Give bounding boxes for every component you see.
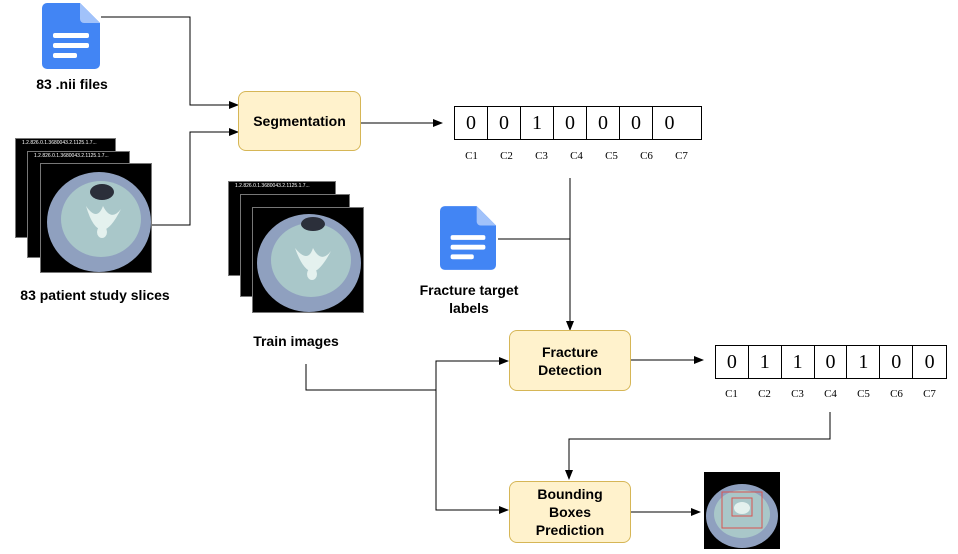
ct-slice-caption: 1.2.826.0.1.3680043.2.1125.1.7... xyxy=(22,140,97,146)
bbox-prediction-process: Bounding Boxes Prediction xyxy=(509,481,631,543)
detection-vector-headers: C1 C2 C3 C4 C5 C6 C7 xyxy=(715,388,946,400)
arrow-train-to-bbox xyxy=(435,390,509,514)
seg-cell-c1: 0 xyxy=(455,107,488,139)
train-image-front xyxy=(252,207,364,313)
patient-slices-label: 83 patient study slices xyxy=(20,287,170,303)
det-head-c3: C3 xyxy=(791,388,804,400)
arrow-c4-to-bbox xyxy=(565,412,831,480)
det-head-c7: C7 xyxy=(923,388,936,400)
seg-head-c5: C5 xyxy=(605,150,618,162)
arrow-train-to-detection xyxy=(305,357,509,391)
seg-head-c7: C7 xyxy=(675,150,688,162)
det-cell-c4: 0 xyxy=(815,346,848,378)
fracture-labels-label: Fracture target labels xyxy=(419,282,519,316)
det-head-c5: C5 xyxy=(857,388,870,400)
seg-head-c4: C4 xyxy=(570,150,583,162)
det-head-c1: C1 xyxy=(725,388,738,400)
det-cell-c1: 0 xyxy=(716,346,749,378)
train-images-label: Train images xyxy=(253,333,339,349)
det-head-c2: C2 xyxy=(758,388,771,400)
seg-cell-c6: 0 xyxy=(620,107,653,139)
seg-cell-c7: 0 xyxy=(664,111,675,134)
seg-cell-c2: 0 xyxy=(488,107,521,139)
det-head-c4: C4 xyxy=(824,388,837,400)
seg-head-c2: C2 xyxy=(500,150,513,162)
fracture-labels-file-icon xyxy=(440,206,496,270)
nii-file-icon xyxy=(42,3,100,69)
fracture-detection-process: Fracture Detection xyxy=(509,330,631,391)
ct-slice-caption: 1.2.826.0.1.3680043.2.1125.1.7... xyxy=(34,153,109,159)
detection-output-vector: 0 1 1 0 1 0 0 xyxy=(715,345,947,379)
seg-head-c3: C3 xyxy=(535,150,548,162)
bbox-output-image xyxy=(704,472,780,549)
ct-slice-front xyxy=(40,163,152,273)
seg-head-c6: C6 xyxy=(640,150,653,162)
nii-files-label: 83 .nii files xyxy=(36,76,108,92)
det-cell-c2: 1 xyxy=(749,346,782,378)
seg-head-c1: C1 xyxy=(465,150,478,162)
segmentation-process: Segmentation xyxy=(238,91,361,151)
seg-cell-c4: 0 xyxy=(554,107,587,139)
det-cell-c6: 0 xyxy=(880,346,914,378)
det-head-c6: C6 xyxy=(890,388,903,400)
arrow-nii-to-segmentation xyxy=(101,16,239,109)
seg-cell-c5: 0 xyxy=(587,107,620,139)
det-cell-c3: 1 xyxy=(782,346,815,378)
train-image-caption: 1.2.826.0.1.3680043.2.1125.1.7... xyxy=(235,183,310,189)
arrow-slices-to-segmentation xyxy=(152,128,239,226)
seg-cell-c3: 1 xyxy=(521,107,554,139)
det-cell-c7: 0 xyxy=(924,350,935,373)
segmentation-vector-headers: C1 C2 C3 C4 C5 C6 C7 xyxy=(454,150,699,162)
det-cell-c5: 1 xyxy=(847,346,881,378)
segmentation-output-vector: 0 0 1 0 0 0 0 xyxy=(454,106,702,140)
